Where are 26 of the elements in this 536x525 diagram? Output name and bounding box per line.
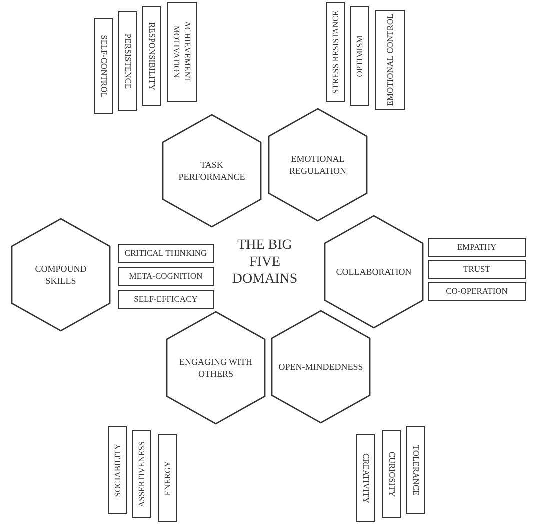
domain-label: COMPOUND SKILLS [34, 263, 88, 287]
facet-box: ENERGY [158, 434, 178, 522]
domain-label: ENGAGING WITH OTHERS [179, 356, 253, 380]
domain-label: COLLABORATION [336, 266, 412, 278]
facet-box: RESPONSIBILITY [142, 6, 162, 106]
facet-box: ACHIEVEMENT MOTIVATION [167, 2, 197, 102]
facet-box: EMPATHY [428, 238, 526, 256]
domain-label: OPEN-MINDEDNESS [278, 361, 364, 373]
facet-box: EMOTIONAL CONTROL [375, 10, 405, 110]
facet-box: TOLERANCE [406, 426, 426, 514]
facet-box: CURIOSITY [382, 430, 402, 518]
facet-box: OPTIMISM [350, 6, 370, 106]
facet-box: CRITICAL THINKING [118, 244, 214, 262]
facet-box: TRUST [428, 260, 526, 278]
facet-box: ASSERTIVENESS [132, 430, 152, 518]
facet-box: SELF-EFFICACY [118, 290, 214, 308]
facet-box: CO-OPERATION [428, 282, 526, 300]
domain-label: EMOTIONAL REGULATION [288, 153, 348, 177]
domain-label: TASK PERFORMANCE [178, 159, 246, 183]
facet-box: SOCIABILITY [108, 426, 128, 514]
center-title: THE BIG FIVE DOMAINS [231, 237, 299, 288]
facet-box: STRESS RESISTANCE [326, 2, 346, 102]
facet-box: META-COGNITION [118, 266, 214, 286]
facet-box: PERSISTENCE [118, 11, 138, 111]
facet-box: CREATIVITY [356, 434, 376, 522]
facet-box: SELF-CONTROL [94, 18, 114, 114]
